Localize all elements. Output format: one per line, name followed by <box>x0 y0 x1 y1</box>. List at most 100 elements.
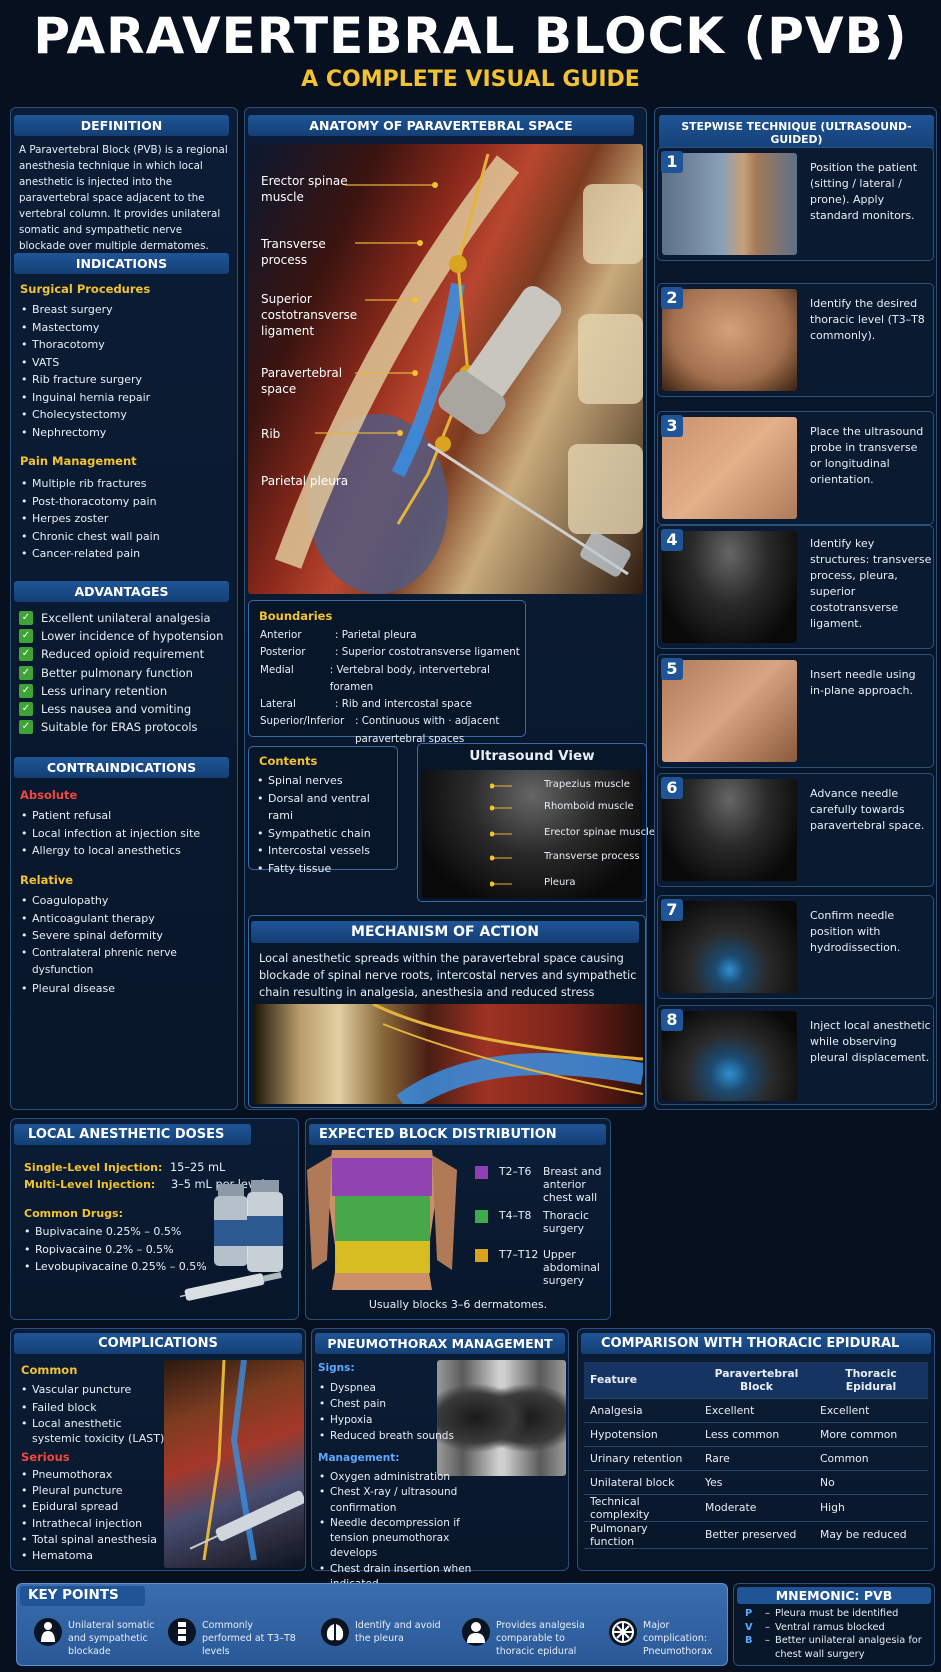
ultrasound-label: Rhomboid muscle <box>544 801 634 812</box>
list-item: Hypoxia <box>318 1412 443 1428</box>
list-item: Needle decompression if tension pneumoth… <box>318 1516 490 1562</box>
management-list: Oxygen administration Chest X-ray / ultr… <box>318 1470 490 1592</box>
step-image <box>662 1011 797 1101</box>
common-drugs-title: Common Drugs: <box>24 1207 123 1220</box>
list-item: Less nausea and vomiting <box>19 700 229 718</box>
boundary-row: Anterior: Parietal pleura <box>260 629 417 641</box>
step-text: Place the ultrasound probe in transverse… <box>810 425 924 486</box>
technique-header: STEPWISE TECHNIQUE (ULTRASOUND-GUIDED) <box>659 115 934 151</box>
distribution-note: Usually blocks 3–6 dermatomes. <box>368 1298 548 1311</box>
step-image <box>662 660 797 762</box>
step-text: Inject local anesthetic while observing … <box>810 1019 931 1064</box>
column-header: Paravertebral Block <box>699 1362 814 1399</box>
doses-header: LOCAL ANESTHETIC DOSES <box>14 1124 251 1145</box>
legend-swatch <box>475 1249 488 1262</box>
step-number: 3 <box>661 415 683 437</box>
step-number: 4 <box>661 529 683 551</box>
person-icon <box>34 1618 62 1646</box>
list-item: Dyspnea <box>318 1380 443 1396</box>
distribution-legend: T2–T6 Breast and anterior chest wall T4–… <box>475 1163 607 1291</box>
anatomy-svg <box>274 153 643 594</box>
list-item: Ropivacaine 0.2% – 0.5% <box>23 1241 213 1259</box>
relative-title: Relative <box>20 873 74 887</box>
step-image <box>662 289 797 391</box>
ultrasound-label: Transverse process <box>544 851 640 862</box>
common-list: Vascular puncture Failed block Local ane… <box>20 1381 170 1446</box>
key-point-item: Major complication: Pneumothorax <box>609 1606 727 1672</box>
comparison-table: Feature Paravertebral Block Thoracic Epi… <box>584 1362 928 1549</box>
technique-step-3: 3 Place the ultrasound probe in transver… <box>657 411 934 525</box>
list-item: Breast surgery <box>20 301 225 319</box>
step-image <box>662 779 797 881</box>
legend-swatch <box>475 1210 488 1223</box>
list-item: Reduced breath sounds <box>318 1428 454 1444</box>
mnemonic-list: P–Pleura must be identified V–Ventral ra… <box>745 1607 933 1661</box>
list-item: Dorsal and ventral rami <box>256 790 396 825</box>
torso-illustration <box>307 1150 457 1290</box>
list-item: Coagulopathy <box>20 892 230 910</box>
column-header: Thoracic Epidural <box>814 1362 928 1399</box>
serious-title: Serious <box>21 1450 70 1464</box>
list-item: Excellent unilateral analgesia <box>19 609 229 627</box>
list-item: Total spinal anesthesia <box>20 1532 170 1548</box>
mnemonic-item: V–Ventral ramus blocked <box>745 1621 885 1633</box>
mnemonic-header: MNEMONIC: PVB <box>737 1587 931 1604</box>
list-item: Contralateral phrenic nerve dysfunction <box>20 945 230 980</box>
list-item: Cancer-related pain <box>20 545 225 563</box>
page-title: PARAVERTEBRAL BLOCK (PVB) <box>33 7 908 65</box>
step-image <box>662 417 797 519</box>
drugs-list: Bupivacaine 0.25% – 0.5% Ropivacaine 0.2… <box>23 1223 213 1276</box>
absolute-title: Absolute <box>20 788 78 802</box>
anatomy-header: ANATOMY OF PARAVERTEBRAL SPACE <box>248 115 634 136</box>
list-item: Severe spinal deformity <box>20 927 230 945</box>
list-item: VATS <box>20 354 225 372</box>
list-item: Cholecystectomy <box>20 406 225 424</box>
list-item: Inguinal hernia repair <box>20 389 225 407</box>
list-item: Chest X-ray / ultrasound confirmation <box>318 1485 490 1516</box>
boundary-row: Lateral: Rib and intercostal space <box>260 698 472 711</box>
definition-text: A Paravertebral Block (PVB) is a regiona… <box>19 144 228 252</box>
list-item: Allergy to local anesthetics <box>20 842 225 860</box>
table-header-row: Feature Paravertebral Block Thoracic Epi… <box>584 1362 928 1399</box>
key-points-panel <box>16 1583 728 1666</box>
legend-swatch <box>475 1166 488 1179</box>
list-item: Nephrectomy <box>20 424 225 442</box>
label-costotransverse-ligament: Superior costotransverse ligament <box>261 292 358 338</box>
warning-icon <box>609 1618 637 1646</box>
user-icon <box>462 1618 490 1646</box>
serious-list: Pneumothorax Pleural puncture Epidural s… <box>20 1467 170 1564</box>
boundaries-rows: Anterior: Parietal pleura Posterior: Sup… <box>260 627 522 748</box>
list-item: Local infection at injection site <box>20 825 225 843</box>
complications-svg <box>189 1360 304 1561</box>
ultrasound-label: Trapezius muscle <box>544 779 630 790</box>
technique-step-5: 5 Insert needle using in-plane approach. <box>657 654 934 768</box>
signs-title: Signs: <box>318 1362 355 1374</box>
technique-step-4: 4 Identify key structures: transverse pr… <box>657 525 934 649</box>
mnemonic-item: P–Pleura must be identified <box>745 1608 899 1619</box>
key-point-item: Commonly performed at T3–T8 levels <box>168 1606 303 1672</box>
signs-list: Dyspnea Chest pain Hypoxia Reduced breat… <box>318 1380 454 1444</box>
list-item: Intrathecal injection <box>20 1516 170 1532</box>
list-item: Pleural disease <box>20 980 230 998</box>
list-item: Fatty tissue <box>256 860 396 878</box>
list-item: Anticoagulant therapy <box>20 910 230 928</box>
pain-list: Multiple rib fractures Post-thoracotomy … <box>20 475 225 563</box>
ultrasound-title: Ultrasound View <box>469 748 595 764</box>
list-item: Thoracotomy <box>20 336 225 354</box>
comparison-table-wrap: Feature Paravertebral Block Thoracic Epi… <box>584 1362 928 1549</box>
key-point-item: Identify and avoid the pleura <box>321 1606 456 1672</box>
list-item: Epidural spread <box>20 1499 170 1515</box>
vials-illustration <box>180 1180 283 1301</box>
step-number: 2 <box>661 287 683 309</box>
ultrasound-image <box>422 770 642 898</box>
ultrasound-label: Erector spinae muscle <box>544 827 656 838</box>
list-item: Mastectomy <box>20 319 225 337</box>
list-item: Levobupivacaine 0.25% – 0.5% <box>23 1258 213 1276</box>
step-text: Identify the desired thoracic level (T3–… <box>810 297 925 342</box>
label-paravertebral-space: Paravertebral space <box>261 366 343 396</box>
list-item: Better pulmonary function <box>19 664 229 682</box>
boundaries-title: Boundaries <box>259 609 333 623</box>
